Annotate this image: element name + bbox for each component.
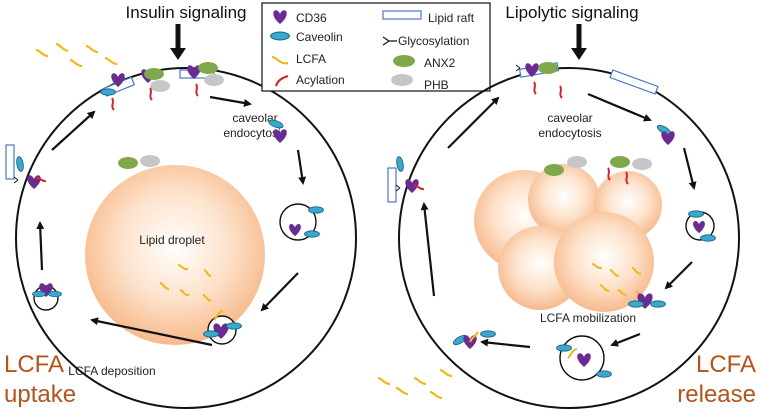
left-cell-membrane [15,67,357,409]
incoming-lcfa-group [35,42,118,68]
right-title: Lipolytic signaling [505,3,638,22]
legend-box: CD36 Lipid raft Caveolin Glycosylation L… [261,2,491,92]
legend-acylation-icon [274,74,289,87]
right-membrane-raft-2 [609,69,659,95]
legend-lcfa: LCFA [296,52,326,66]
left-membrane-complex-2 [179,62,224,97]
right-vesicle-bottom [556,335,612,381]
legend-anx2: ANX2 [424,56,456,70]
left-title: Insulin signaling [126,3,247,22]
left-membrane-complex-3 [141,68,170,101]
left-membrane-complex-left [5,144,47,189]
legend-phb: PHB [424,78,449,92]
legend-cd36: CD36 [296,11,327,25]
left-membrane-complex-1 [100,73,136,111]
legend-anx2-icon [393,55,415,67]
left-lipid-droplet [85,165,265,345]
right-phb [567,156,587,168]
legend-glycosylation: Glycosylation [398,34,469,48]
right-cell-membrane [398,67,740,409]
right-anx2-2 [610,156,630,168]
right-outcome-line1: LCFA [696,351,756,378]
lipid-droplet-label: Lipid droplet [139,233,205,247]
left-droplet-lcfa-group [159,264,221,326]
right-cell [398,67,740,409]
left-vesicle-bottom [203,310,242,345]
legend-phb-icon [391,74,413,86]
right-membrane-complex-1 [515,62,563,99]
right-lipid-droplets [474,164,662,312]
left-outcome-line2: uptake [4,381,76,408]
right-anx2 [544,164,564,176]
right-endocytosis-label-1: caveolar [547,111,592,125]
right-membrane-complex-left [387,155,425,203]
lcfa-mobilization-label: LCFA mobilization [540,311,636,325]
left-endocytosis-label-1: caveolar [232,111,277,125]
left-outcome-line1: LCFA [4,351,64,378]
anx2-protein [118,157,138,169]
released-lcfa-group [377,368,453,400]
legend-raft-icon [382,10,422,20]
left-signal-arrowhead [170,48,186,60]
legend-caveolin: Caveolin [296,30,343,44]
right-phb-2 [632,158,652,170]
right-cycle-arrows [420,92,697,349]
left-vesicle-left [32,283,62,311]
left-endocytosis-label-2: endocytosis [223,126,286,140]
legend-acylation: Acylation [296,73,345,87]
right-signal-arrowhead [571,48,587,60]
right-endocytosis-label-2: endocytosis [538,126,601,140]
left-cycle-arrows [36,95,307,347]
left-cell [15,67,357,409]
legend-caveolin-icon [270,31,290,41]
legend-lcfa-icon [271,55,289,65]
right-outcome-line2: release [677,381,756,408]
lcfa-deposition-label: LCFA deposition [68,364,155,378]
left-vesicle-right [279,203,324,241]
legend-lipid-raft: Lipid raft [428,11,475,25]
right-vesicle-top-right [655,123,675,145]
legend-glyco-icon [382,36,397,46]
right-vesicle-right [685,210,716,242]
phb-protein [140,155,160,167]
right-membrane-complex-bottom [451,330,496,349]
